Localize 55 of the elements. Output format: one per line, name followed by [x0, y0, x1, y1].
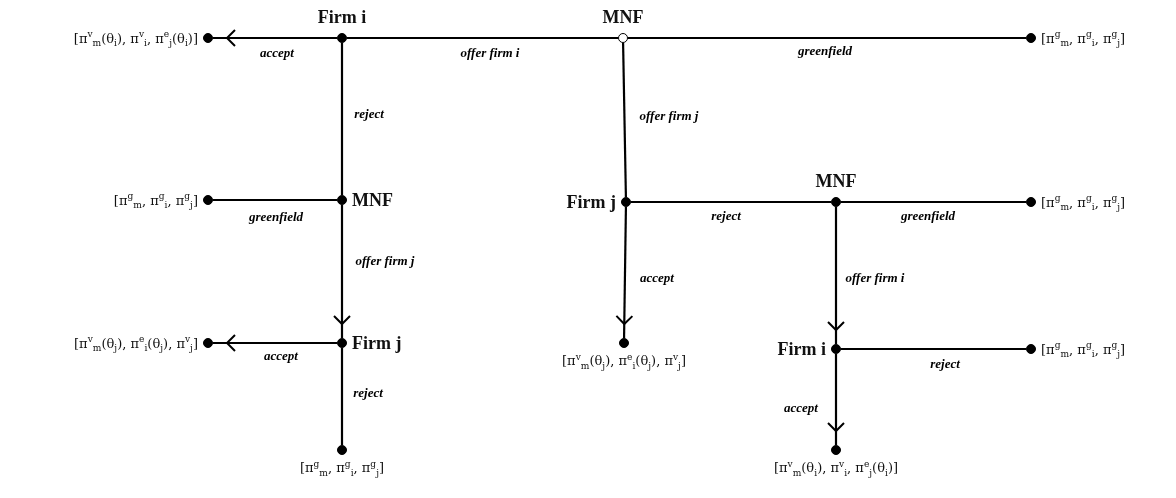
decision-node [831, 197, 841, 207]
edge-label: greenfield [898, 208, 958, 224]
branch-line [213, 198, 337, 202]
payoff-label: [π$^{v}$$_{m}$(θ$_{j}$), π$^{e}$$_{i}$(θ$_{j}$), π$^{v}$$_{j}$] [74, 335, 198, 351]
decision-node [203, 195, 213, 205]
decision-node [337, 33, 347, 43]
player-label: Firm j [566, 191, 616, 213]
player-label: MNF [602, 7, 644, 28]
decision-node [203, 33, 213, 43]
decision-node [203, 338, 213, 348]
branch-line [841, 347, 1026, 351]
decision-node [619, 338, 629, 348]
root-node [618, 33, 628, 43]
arrow [213, 334, 337, 352]
decision-node [621, 197, 631, 207]
player-label: Firm j [352, 332, 402, 354]
branch-line [631, 200, 831, 204]
branch-line [340, 43, 344, 195]
decision-node [337, 445, 347, 455]
edge-label: reject [709, 208, 743, 224]
branch-line [841, 200, 1026, 204]
edge-label: greenfield [246, 209, 306, 225]
player-label: Firm i [777, 338, 826, 360]
decision-node [1026, 197, 1036, 207]
branch-line [340, 348, 344, 445]
edge-label: offer firm j [637, 108, 701, 124]
decision-node [831, 445, 841, 455]
arrow [213, 29, 337, 47]
arrow [333, 205, 351, 338]
branch-line [628, 36, 1026, 40]
arrow [827, 354, 845, 445]
player-label: MNF [352, 189, 393, 211]
payoff-label: [π$^{g}$$_{m}$, π$^{g}$$_{i}$, π$^{g}$$_{j}$] [1041, 341, 1126, 357]
player-label: MNF [815, 171, 857, 192]
edge-label: offer firm i [843, 270, 907, 286]
payoff-label: [π$^{g}$$_{m}$, π$^{g}$$_{i}$, π$^{g}$$_{j}$] [1041, 194, 1126, 210]
decision-node [831, 344, 841, 354]
payoff-label: [π$^{v}$$_{m}$(θ$_{i}$), π$^{v}$$_{i}$, π$^{e}$$_{j}$(θ$_{i}$)] [73, 30, 198, 46]
payoff-label: [π$^{g}$$_{m}$, π$^{g}$$_{i}$, π$^{g}$$_{j}$] [113, 192, 198, 208]
edge-label: offer firm i [458, 45, 522, 61]
decision-node [1026, 33, 1036, 43]
decision-node [1026, 344, 1036, 354]
edge-label: reject [351, 385, 385, 401]
decision-node [337, 338, 347, 348]
player-label: Firm i [317, 7, 367, 28]
arrow [827, 207, 845, 344]
edge-label: greenfield [795, 43, 855, 59]
edge-label: offer firm j [353, 253, 417, 269]
edge-label: reject [352, 106, 386, 122]
arrow [615, 207, 634, 338]
branch-line [347, 36, 618, 40]
decision-node [337, 195, 347, 205]
payoff-label: [π$^{g}$$_{m}$, π$^{g}$$_{i}$, π$^{g}$$_{j}$] [1041, 30, 1126, 46]
edge-label: reject [928, 356, 962, 372]
branch-line [622, 42, 627, 198]
